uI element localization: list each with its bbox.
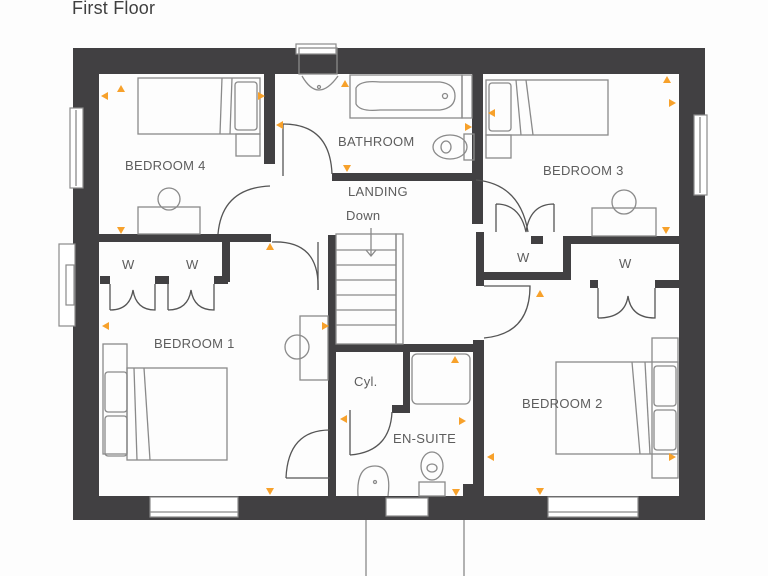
wardrobe-label: W <box>517 250 530 265</box>
socket-marker-icon <box>343 165 351 172</box>
socket-marker-icon <box>662 227 670 234</box>
interior-walls <box>99 74 679 505</box>
socket-marker-icon <box>102 322 109 330</box>
socket-markers <box>101 76 676 496</box>
room-label-ensuite: EN-SUITE <box>393 431 457 446</box>
ensuite-fixtures <box>357 353 471 497</box>
room-label-bedroom2: BEDROOM 2 <box>522 396 603 411</box>
socket-marker-icon <box>536 290 544 297</box>
socket-marker-icon <box>487 453 494 461</box>
socket-marker-icon <box>340 415 347 423</box>
socket-marker-icon <box>258 92 265 100</box>
room-label-bathroom: BATHROOM <box>338 134 415 149</box>
room-label-landing: LANDING <box>348 184 408 199</box>
room-label-cylinder: Cyl. <box>354 374 378 389</box>
room-label-bedroom1: BEDROOM 1 <box>154 336 235 351</box>
socket-marker-icon <box>341 80 349 87</box>
socket-marker-icon <box>465 123 472 131</box>
plan-title: First Floor <box>72 0 156 18</box>
socket-marker-icon <box>451 356 459 363</box>
room-label-bedroom4: BEDROOM 4 <box>125 158 206 173</box>
socket-marker-icon <box>117 227 125 234</box>
socket-marker-icon <box>101 92 108 100</box>
bedroom4-furniture <box>137 77 261 235</box>
doors <box>109 123 656 479</box>
bedroom3-furniture <box>485 79 657 237</box>
bedroom2-furniture <box>555 337 679 479</box>
windows <box>58 43 708 576</box>
socket-marker-icon <box>536 488 544 495</box>
socket-marker-icon <box>266 488 274 495</box>
socket-marker-icon <box>117 85 125 92</box>
socket-marker-icon <box>276 121 283 129</box>
stairs-direction-label: Down <box>346 208 381 223</box>
socket-marker-icon <box>669 99 676 107</box>
bedroom1-furniture <box>102 343 228 461</box>
bathroom-fixtures <box>298 47 475 161</box>
wardrobe-label: W <box>186 257 199 272</box>
room-label-bedroom3: BEDROOM 3 <box>543 163 624 178</box>
socket-marker-icon <box>459 417 466 425</box>
socket-marker-icon <box>452 489 460 496</box>
socket-marker-icon <box>663 76 671 83</box>
wardrobe-label: W <box>619 256 632 271</box>
socket-marker-icon <box>669 453 676 461</box>
socket-marker-icon <box>266 243 274 250</box>
wardrobe-label: W <box>122 257 135 272</box>
socket-marker-icon <box>488 109 495 117</box>
stairs <box>335 228 404 345</box>
socket-marker-icon <box>322 322 329 330</box>
